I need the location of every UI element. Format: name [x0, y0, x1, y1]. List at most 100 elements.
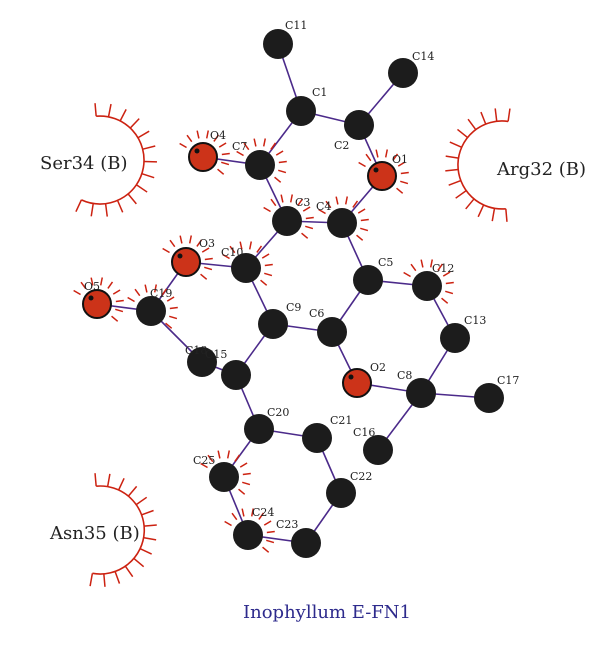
atom-o4: O4 [188, 129, 226, 172]
atom-label-c19: C19 [150, 287, 172, 300]
carbon-atom [136, 296, 166, 326]
contact-spoke [169, 315, 178, 320]
hydrophobic-spoke [114, 571, 121, 584]
hydrophobic-spoke [104, 203, 108, 217]
contact-spoke [201, 247, 210, 253]
hydrophobic-spoke [135, 184, 148, 193]
contact-spoke [270, 142, 277, 150]
contact-spoke [384, 149, 389, 158]
contact-spoke [231, 512, 238, 521]
contact-spoke [263, 520, 272, 526]
atom-label-c14: C14 [412, 50, 434, 63]
atom-label-c17: C17 [497, 374, 519, 387]
carbon-atom [231, 253, 261, 283]
oxygen-highlight [348, 374, 354, 380]
hydrophobic-spoke [480, 111, 487, 125]
contact-marks-o3 [162, 235, 213, 280]
atom-o3: O3 [171, 237, 215, 277]
atom-label-c7: C7 [232, 140, 247, 153]
contact-spoke [264, 272, 273, 277]
contact-spoke [420, 259, 424, 268]
oxygen-atom [367, 161, 397, 191]
hydrophobic-spoke [505, 208, 508, 222]
contact-spoke [301, 232, 309, 239]
contact-spoke [305, 216, 314, 220]
contact-marks-c7 [236, 138, 287, 183]
atom-o2: O2 [342, 361, 386, 398]
contact-spoke [200, 462, 208, 469]
hydrophobic-spokes-arg32 [445, 108, 511, 222]
carbon-atom [258, 309, 288, 339]
atom-label-c16: C16 [353, 426, 375, 439]
hydrophobic-spoke [133, 557, 145, 568]
hydrophobic-spoke [465, 198, 475, 210]
contact-spoke [375, 149, 379, 158]
hydrophobic-spoke [89, 573, 94, 587]
carbon-atom [344, 110, 374, 140]
carbon-atom [363, 435, 393, 465]
atom-label-c15: C15 [205, 348, 227, 361]
atom-label-c22: C22 [350, 470, 372, 483]
atom-label-c3: C3 [295, 196, 310, 209]
residue-ser34: Ser34 (B) [40, 103, 157, 217]
atom-label-c20: C20 [267, 406, 289, 419]
hydrophobic-spoke [491, 208, 496, 222]
hydrophobic-spoke [139, 547, 152, 555]
contact-spoke [162, 247, 170, 254]
hydrophobic-spoke [135, 496, 148, 506]
contact-spoke [302, 206, 311, 212]
atom-label-c18: C18 [185, 344, 207, 357]
atom-label-o3: O3 [199, 237, 215, 250]
contact-spoke [358, 161, 366, 168]
hydrophobic-spoke [143, 536, 157, 541]
contact-spoke [429, 259, 434, 268]
contact-spoke [238, 488, 246, 495]
atom-c2: C2 [334, 110, 374, 152]
atom-c17: C17 [474, 374, 519, 413]
carbon-atom [286, 96, 316, 126]
atom-label-c10: C10 [221, 246, 243, 259]
contact-spoke [243, 142, 250, 151]
contact-spoke [73, 289, 81, 296]
atom-c3: C3 [272, 196, 310, 236]
oxygen-highlight [194, 148, 200, 154]
atom-label-c4: C4 [316, 200, 331, 213]
atom-label-c25: C25 [193, 454, 215, 467]
contact-spoke [360, 227, 369, 232]
atom-c5: C5 [353, 256, 393, 295]
residue-label-ser34: Ser34 (B) [40, 153, 128, 174]
contact-marks-c19 [127, 284, 178, 329]
contact-spoke [242, 481, 251, 486]
contact-marks-o1 [358, 149, 409, 194]
contact-spoke [115, 308, 124, 313]
contact-spoke [239, 462, 248, 468]
contact-spoke [263, 206, 271, 213]
carbon-atom [474, 383, 504, 413]
carbon-atom [209, 462, 239, 492]
contact-spoke [99, 277, 104, 286]
atom-c4: C4 [316, 200, 357, 238]
hydrophobic-spoke [445, 168, 459, 172]
atom-c23: C23 [276, 518, 321, 558]
contact-spoke [80, 281, 87, 290]
hydrophobic-spoke [467, 118, 477, 131]
atom-c6: C6 [309, 307, 347, 347]
contact-layer [73, 130, 454, 553]
contact-marks-o5 [73, 277, 124, 322]
atom-o5: O5 [82, 280, 112, 319]
atom-label-o2: O2 [370, 361, 386, 374]
contact-spoke [165, 322, 173, 329]
contact-spoke [241, 508, 245, 517]
oxygen-highlight [373, 167, 379, 173]
atom-label-c12: C12 [432, 262, 454, 275]
atom-label-c6: C6 [309, 307, 324, 320]
atom-c14: C14 [388, 50, 434, 88]
contact-spoke [258, 512, 265, 520]
contact-spoke [289, 194, 294, 203]
carbon-atom [406, 378, 436, 408]
contact-spoke [445, 290, 454, 295]
contact-spoke [357, 208, 366, 214]
hydrophobic-arc-arg32 [457, 120, 509, 210]
